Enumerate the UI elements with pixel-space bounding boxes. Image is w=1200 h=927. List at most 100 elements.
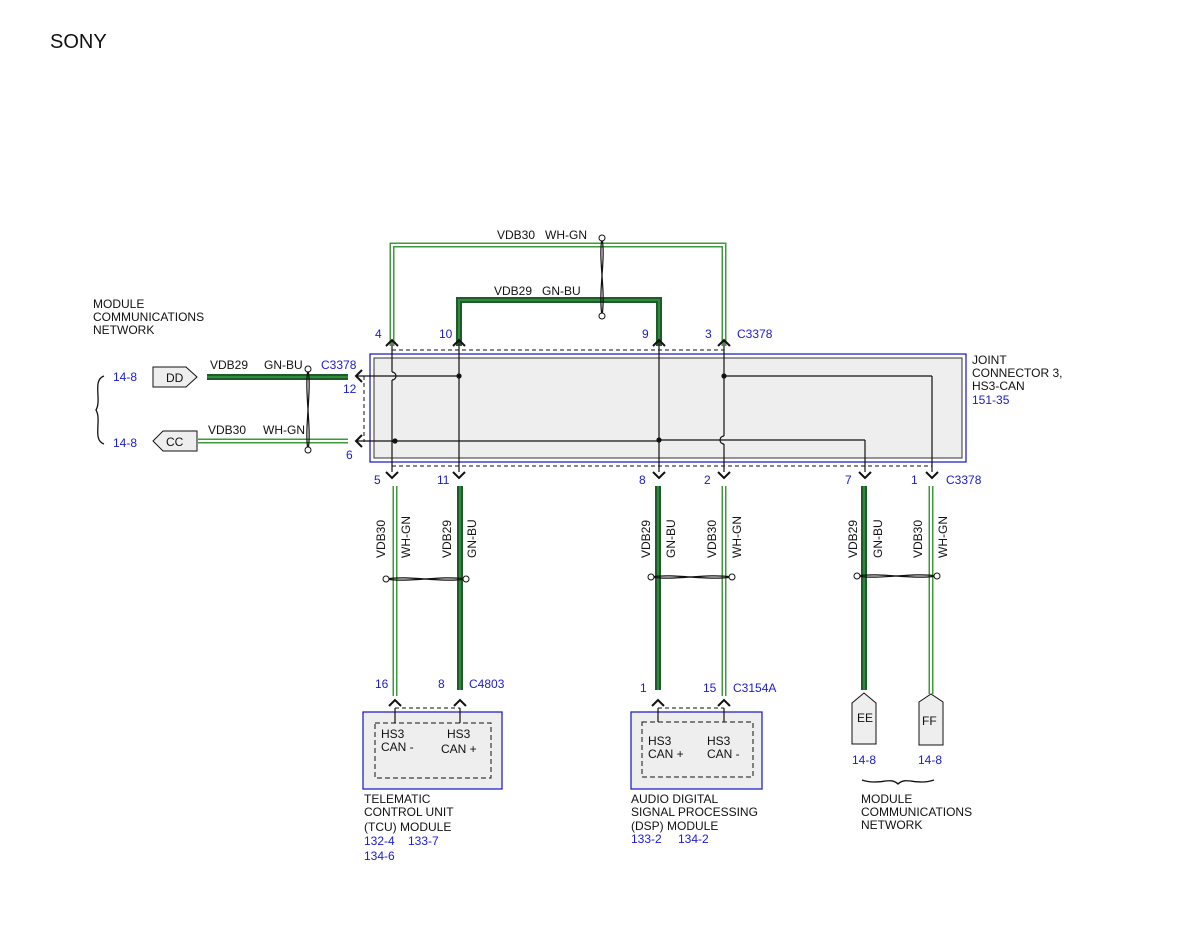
tcu-module-box: [362, 708, 503, 790]
left-network-line1: MODULE: [93, 297, 144, 311]
off-page-connector-icon: [152, 366, 198, 388]
top-outer-color: WH-GN: [545, 228, 587, 242]
pin-bottom-11: 11: [437, 473, 450, 487]
vwire-5-color: GN-BU: [871, 519, 885, 558]
bottom-connector-label: C3378: [946, 473, 982, 487]
connector-arrow-icon: [385, 471, 399, 479]
dsp-term-a-line2: CAN +: [648, 747, 684, 761]
tcu-name-line1: TELEMATIC: [364, 792, 431, 806]
vwire-4-circuit: VDB30: [705, 520, 719, 558]
tcu-term-a-line2: CAN -: [381, 740, 414, 754]
top-outer-circuit: VDB30: [497, 228, 535, 242]
left-lower-ref: 14-8: [113, 436, 137, 450]
tcu-ref-3: 134-6: [364, 849, 395, 863]
dsp-module-box: [630, 708, 763, 790]
brand-title: SONY: [50, 31, 107, 53]
pin-bottom-7: 7: [845, 473, 852, 487]
connector-arrow-icon: [388, 699, 402, 707]
internal-splices: [356, 340, 933, 472]
dsp-connector: C3154A: [733, 681, 776, 695]
pin-top-10: 10: [439, 327, 453, 341]
tcu-term-b-line1: HS3: [447, 727, 471, 741]
left-upper-color: GN-BU: [264, 358, 303, 372]
left-lower-tag: CC: [166, 435, 184, 449]
tcu-term-a-line1: HS3: [381, 727, 405, 741]
top-connector-label: C3378: [737, 327, 773, 341]
vwire-3-color: GN-BU: [664, 519, 678, 558]
left-upper-pin: 12: [343, 382, 357, 396]
pin-top-4: 4: [375, 327, 382, 341]
connector-arrow-icon: [652, 471, 666, 479]
pin-bottom-5: 5: [374, 473, 381, 487]
right-ref-b: 14-8: [918, 753, 942, 767]
wire-vdb29-top: [456, 297, 662, 346]
off-page-connector-icon: [152, 430, 198, 452]
tcu-ref-2: 133-7: [408, 834, 439, 848]
vwire-2-color: GN-BU: [465, 519, 479, 558]
right-network-line3: NETWORK: [861, 818, 922, 832]
twisted-pair-icon: [598, 234, 606, 320]
dsp-ref-1: 133-2: [631, 832, 662, 846]
connector-arrow-icon: [354, 434, 363, 448]
vwire-3-circuit: VDB29: [639, 520, 653, 558]
dsp-ref-2: 134-2: [678, 832, 709, 846]
joint-connector-line3: HS3-CAN: [972, 379, 1025, 393]
tcu-pin-b: 8: [438, 677, 445, 691]
dsp-term-a-line1: HS3: [648, 734, 672, 748]
vwire-6-circuit: VDB30: [911, 520, 925, 558]
dsp-pin-a: 1: [640, 681, 647, 695]
dsp-term-b-line1: HS3: [707, 734, 731, 748]
left-upper-circuit: VDB29: [210, 358, 248, 372]
right-ref-a: 14-8: [852, 753, 876, 767]
dsp-term-b-line2: CAN -: [707, 747, 740, 761]
connector-arrow-icon: [453, 699, 467, 707]
right-tag-b: FF: [922, 714, 937, 728]
left-network-line2: COMMUNICATIONS: [93, 310, 204, 324]
twisted-pair-icon: [856, 574, 938, 578]
dsp-name-line2: SIGNAL PROCESSING: [631, 805, 758, 819]
left-upper-tag: DD: [166, 371, 184, 385]
vwire-5-circuit: VDB29: [846, 520, 860, 558]
tcu-pin-a: 16: [375, 677, 389, 691]
off-page-connector-icon: [851, 692, 877, 745]
connector-arrow-icon: [354, 369, 363, 383]
tcu-name-line2: CONTROL UNIT: [364, 805, 454, 819]
brace-icon: [95, 375, 105, 445]
tcu-ref-1: 132-4: [364, 834, 395, 848]
left-upper-connector: C3378: [321, 358, 357, 372]
left-lower-pin: 6: [346, 448, 353, 462]
dsp-name-line3: (DSP) MODULE: [631, 819, 718, 833]
tcu-term-b-line2: CAN +: [441, 742, 477, 756]
connector-arrow-icon: [925, 471, 939, 479]
left-upper-ref: 14-8: [113, 370, 137, 384]
vwire-6-color: WH-GN: [936, 516, 950, 558]
vwire-1-circuit: VDB30: [374, 520, 388, 558]
top-inner-circuit: VDB29: [494, 284, 532, 298]
twisted-pair-icon: [650, 575, 733, 579]
connector-arrow-icon: [717, 471, 731, 479]
vwire-2-circuit: VDB29: [440, 520, 454, 558]
connector-arrow-icon: [858, 471, 872, 479]
splice-dot-icon: [392, 373, 727, 444]
off-page-connector-icon: [918, 693, 944, 746]
pin-top-3: 3: [705, 327, 712, 341]
wire-vdb30-top: [389, 242, 727, 346]
pin-top-9: 9: [642, 327, 649, 341]
left-network-line3: NETWORK: [93, 323, 154, 337]
dsp-pin-b: 15: [703, 681, 717, 695]
joint-connector-line2: CONNECTOR 3,: [972, 366, 1062, 380]
joint-connector-ref: 151-35: [972, 393, 1010, 407]
right-network-line2: COMMUNICATIONS: [861, 805, 972, 819]
pin-bottom-1: 1: [911, 473, 918, 487]
pin-bottom-8: 8: [639, 473, 646, 487]
twisted-pair-icon: [304, 365, 312, 454]
left-lower-circuit: VDB30: [208, 423, 246, 437]
connector-arrow-icon: [651, 699, 665, 707]
connector-arrow-icon: [717, 699, 731, 707]
dsp-name-line1: AUDIO DIGITAL: [631, 792, 718, 806]
right-network-line1: MODULE: [861, 792, 912, 806]
right-tag-a: EE: [857, 711, 873, 725]
twisted-pair-icon: [385, 577, 467, 581]
connector-arrow-icon: [452, 471, 466, 479]
